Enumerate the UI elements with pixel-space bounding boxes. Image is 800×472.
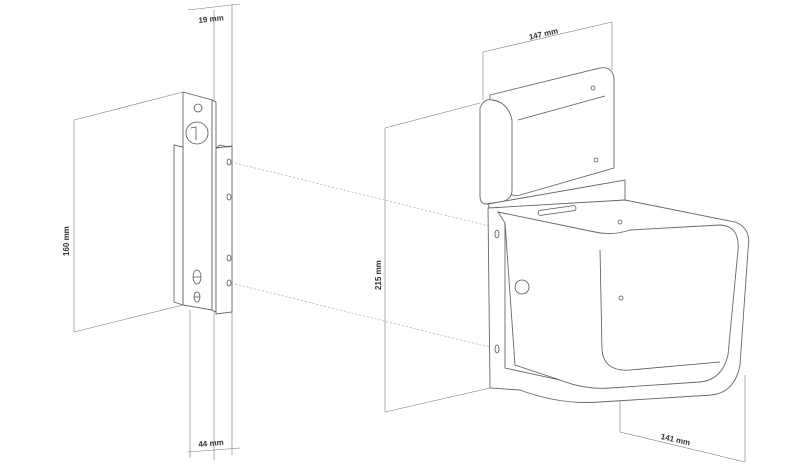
dim-160mm: 160 mm <box>62 226 71 256</box>
keeper-plate <box>173 4 233 460</box>
lock-box <box>479 67 750 403</box>
dim-215mm: 215 mm <box>374 260 383 290</box>
